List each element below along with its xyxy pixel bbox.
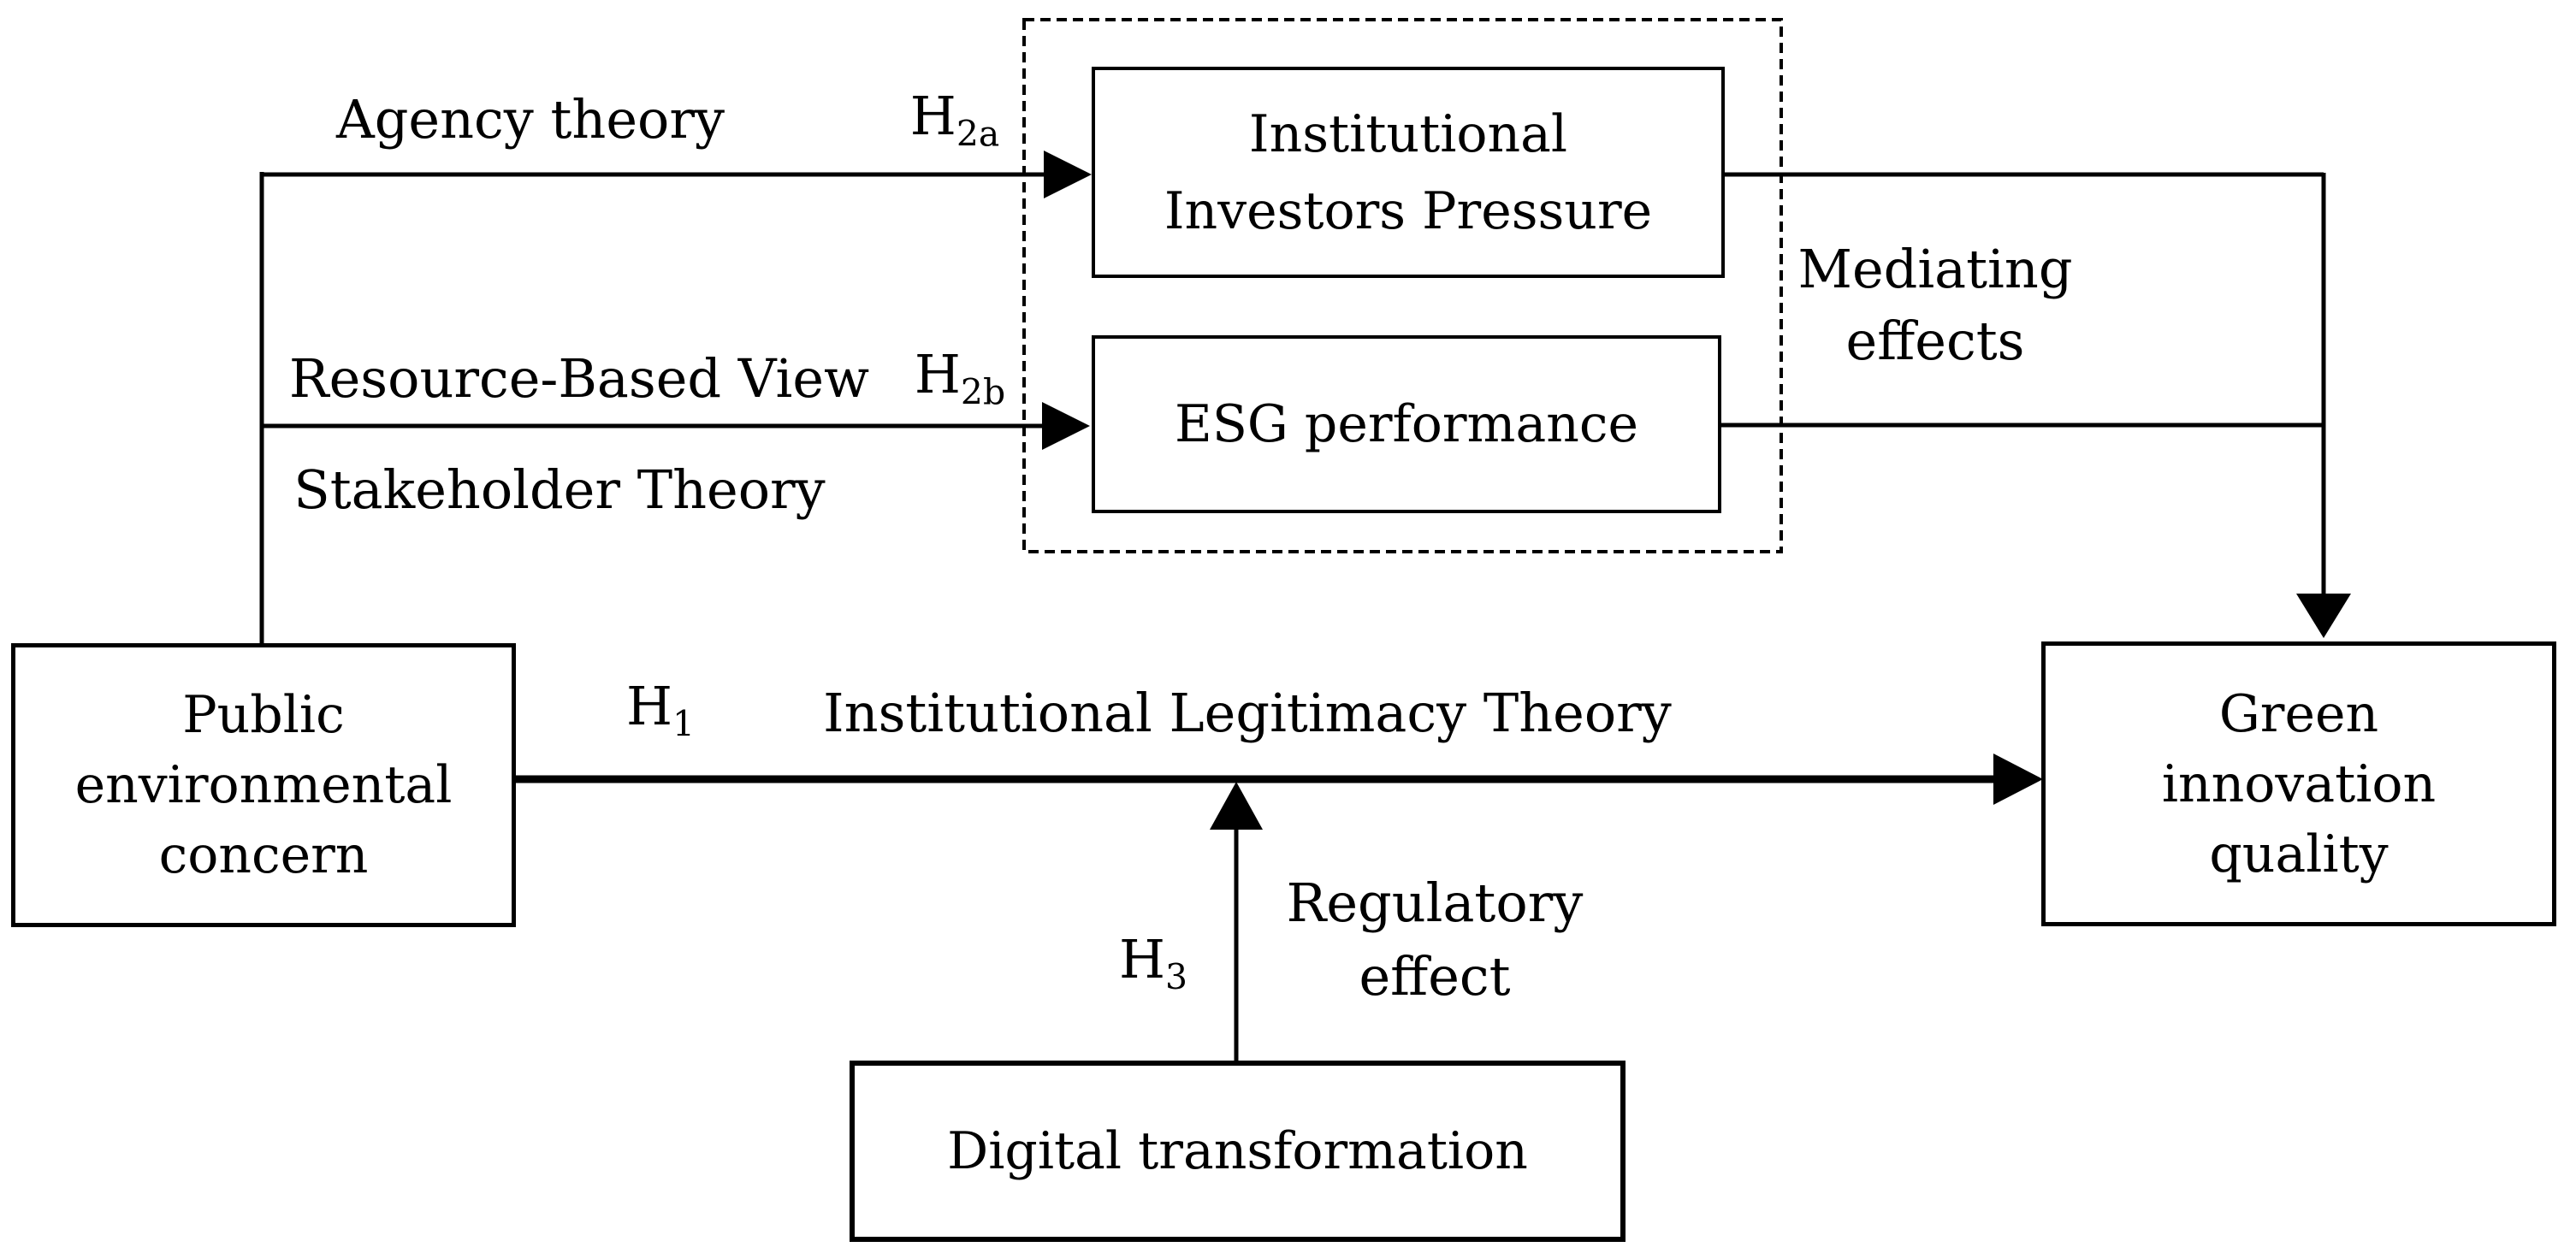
mediating-down-arrowhead [2296,594,2351,638]
h2a-arrowhead [1044,151,1092,198]
hypothesis-base: H [625,675,673,737]
agency-theory-label: Agency theory [335,88,725,151]
hypothesis-subscript: 3 [1165,956,1188,998]
box-text-line: Institutional [1248,103,1568,164]
h3-arrowhead [1210,782,1263,830]
esg-performance-box: ESG performance [1092,335,1721,513]
hypothesis-subscript: 2a [956,113,1000,155]
mediating-effects-line1: Mediating [1797,238,2073,300]
resource-based-view-label: Resource-Based View [288,347,870,410]
institutional-legitimacy-theory-label: Institutional Legitimacy Theory [823,682,1672,744]
h2a-hypothesis-label: H2a [910,80,1000,152]
box-text-line: innovation [2161,754,2437,814]
box-text-line: environmental [74,755,453,815]
green-innovation-quality-box: Green innovation quality [2041,641,2556,926]
regulatory-effect-label: Regulatory effect [1287,866,1584,1014]
box-text-line: ESG performance [1175,394,1638,454]
mediating-effects-label: Mediating effects [1797,233,2072,377]
h2b-arrowhead [1042,402,1090,450]
box-text-line: Public [182,685,345,745]
box-text-line: quality [2209,824,2389,884]
h3-hypothesis-label: H3 [1119,924,1187,996]
regulatory-effect-line1: Regulatory [1286,872,1584,934]
box-text-line: Digital transformation [947,1121,1528,1181]
h1-hypothesis-label: H1 [626,671,695,742]
hypothesis-subscript: 2b [960,371,1006,413]
hypothesis-base: H [914,343,961,405]
regulatory-effect-line2: effect [1359,945,1511,1008]
institutional-investors-pressure-box: Institutional Investors Pressure [1092,67,1725,278]
h2b-hypothesis-label: H2b [915,339,1005,411]
mediating-effects-line2: effects [1845,310,2025,372]
stakeholder-theory-label: Stakeholder Theory [293,458,826,521]
digital-transformation-box: Digital transformation [850,1061,1626,1242]
hypothesis-subscript: 1 [672,703,696,745]
hypothesis-base: H [909,85,956,147]
public-environmental-concern-box: Public environmental concern [11,643,516,927]
box-text-line: Investors Pressure [1164,180,1653,241]
h1-arrowhead [1993,754,2043,805]
box-text-line: concern [158,825,369,885]
box-text-line: Green [2218,683,2379,744]
hypothesis-base: H [1118,928,1166,990]
mediators-dashed-box [1022,18,1783,553]
